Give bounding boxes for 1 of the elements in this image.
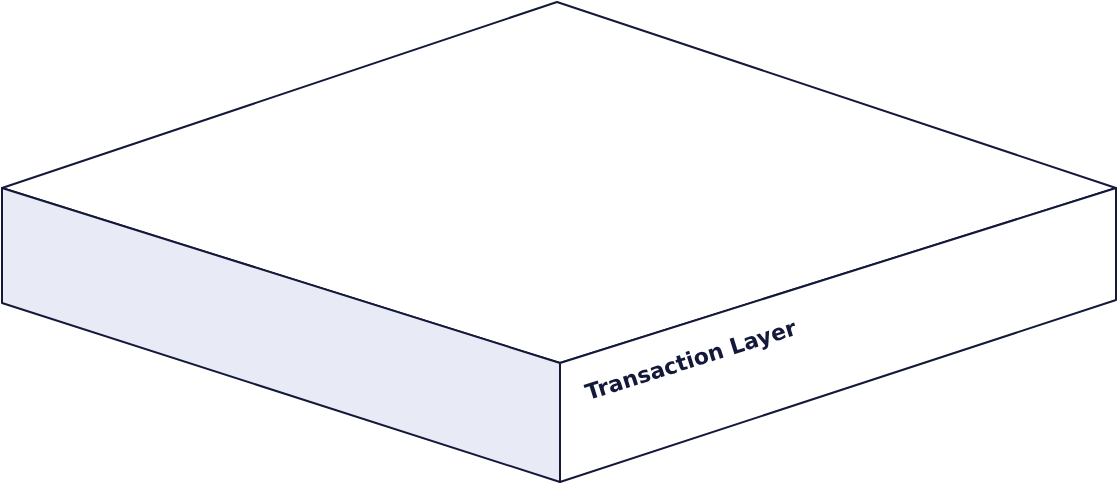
layer-slab: [0, 0, 1118, 484]
